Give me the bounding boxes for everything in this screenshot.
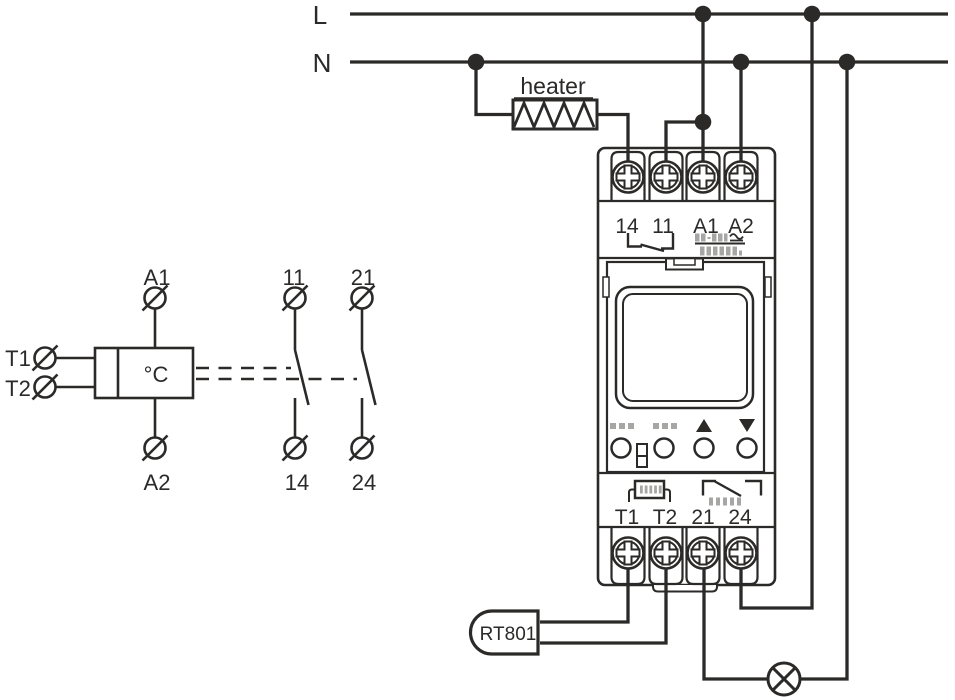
device-label-11: 11 [652,215,674,238]
heater-symbol: heater [511,73,599,131]
schem-label-14: 14 [285,470,309,495]
terminal-a2-icon [141,434,169,462]
panel-buttons [610,437,758,459]
heater-label: heater [520,73,586,99]
schem-label-a2: A2 [144,470,171,495]
device-label-t2: T2 [653,506,678,529]
temperature-unit-label: °C [144,362,169,387]
terminal-t2-icon [31,373,59,401]
no-contact-icon [626,233,675,253]
side-clip-left [602,276,610,298]
schem-label-24: 24 [352,470,376,495]
terminal-t1-icon [31,344,59,372]
lamp-icon [766,661,802,697]
relay-output-icon [701,479,763,506]
wire-heater-to-14 [597,112,630,176]
schem-label-t1: T1 [5,346,31,371]
contact-21-24-blade [360,349,377,406]
supply-spec-icon [695,233,745,256]
panel-top-tab-inner [673,257,696,266]
front-panel [602,257,772,474]
wire-n-to-lamp [800,62,849,681]
arrow-up-icon [696,419,712,432]
side-clip-right [764,276,772,298]
device-label-14: 14 [615,215,639,238]
wire-n-to-heater [474,62,513,117]
line-n-label: N [313,48,332,78]
wires [474,14,849,681]
ac-dc-symbol-icon [729,233,744,240]
schem-label-11: 11 [283,265,306,290]
screw-terminal-11-icon [649,160,683,194]
terminal-24-icon [348,434,376,462]
probe-outline [468,609,540,656]
probe-label: RT801 [480,624,537,645]
line-l-label: L [313,0,327,30]
arrow-down-icon [739,419,755,432]
screw-terminal-t2-icon [649,536,683,570]
wire-l-to-24 [739,14,814,610]
mechanical-link-dashes [196,366,357,381]
terminal-14-icon [281,434,309,462]
temperature-box [93,346,195,400]
wire-t2-to-probe [540,554,668,645]
button-down[interactable] [736,437,758,459]
lcd-screen [622,293,748,402]
screw-terminal-a1-icon [686,160,720,194]
relay-device: 14 11 A1 A2 [596,146,777,593]
device-label-t1: T1 [615,506,640,529]
schem-label-21: 21 [351,265,375,290]
button-up[interactable] [693,437,715,459]
device-label-a1: A1 [693,215,719,238]
device-label-21: 21 [691,506,714,529]
wire-11-to-junction [664,120,703,176]
din-clip-foot [652,585,718,593]
device-label-a2: A2 [728,215,754,238]
screw-terminal-24-icon [724,536,758,570]
resistor-zigzag-icon [512,99,596,131]
device-bottom-labels: T1 T2 21 24 [615,506,752,529]
junction-dots [467,5,856,131]
button-1[interactable] [610,437,632,459]
button-legend-icons [610,423,677,429]
schem-label-t2: T2 [5,376,31,401]
rt801-probe: RT801 [468,609,540,656]
screw-terminal-t1-icon [611,536,645,570]
device-label-24: 24 [728,506,752,529]
contact-11-14-blade [293,349,310,406]
internal-schematic: A1 11 21 T1 T2 A2 14 24 °C [5,265,377,495]
device-top-labels: 14 11 A1 A2 [615,215,754,238]
sensor-input-icon [628,479,671,502]
wire-21-to-lamp [702,554,768,681]
wire-t1-to-probe [540,554,630,624]
screw-terminal-21-icon [686,536,720,570]
button-2[interactable] [653,437,675,459]
screw-terminal-a2-icon [724,160,758,194]
schematic-leads [55,308,377,438]
screw-terminal-14-icon [611,160,645,194]
